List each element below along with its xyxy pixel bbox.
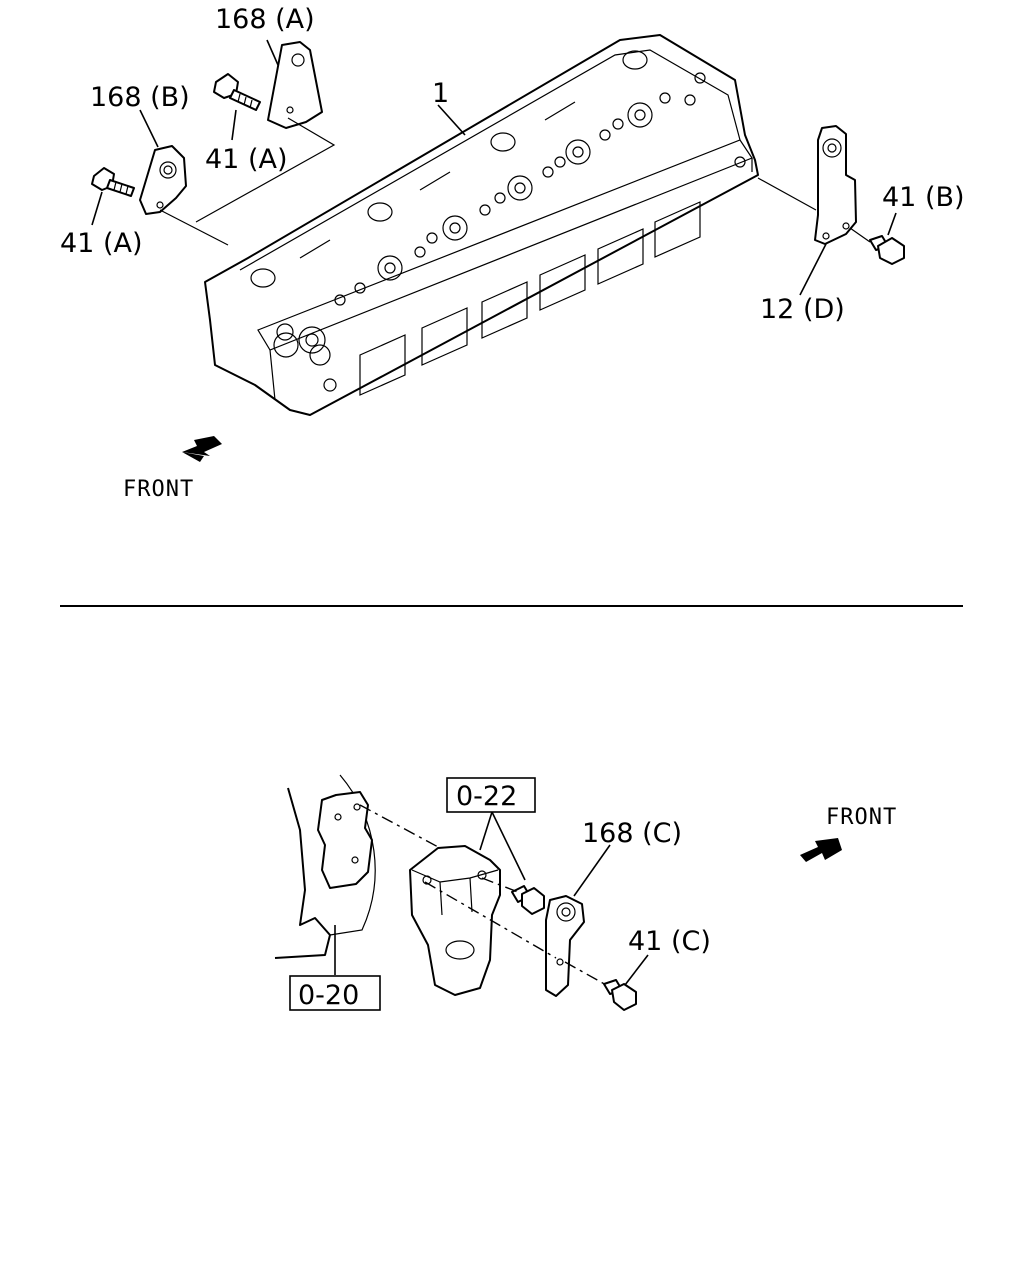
label-41a-top: 41 (A) [205, 144, 287, 175]
front-arrow-icon-bottom [800, 838, 842, 862]
bracket-168c [545, 895, 585, 997]
label-168b: 168 (B) [90, 82, 190, 113]
bracket-168a [267, 41, 323, 129]
label-168a: 168 (A) [215, 4, 315, 35]
deck-holes [276, 72, 706, 354]
bolt-41b [869, 235, 905, 265]
ref-0-20: 0-20 [298, 980, 359, 1011]
engine-block [274, 774, 376, 959]
mount-bracket [409, 845, 501, 996]
cylinder-head [204, 34, 759, 416]
leader-lines-bottom [334, 811, 649, 986]
label-41a-left: 41 (A) [60, 228, 142, 259]
ref-0-22: 0-22 [456, 781, 517, 812]
label-41c: 41 (C) [628, 926, 711, 957]
front-label-top: FRONT [123, 477, 194, 502]
bolt-41a-top [213, 73, 261, 111]
port-windows [359, 201, 701, 396]
bolt-41a-left [91, 167, 135, 197]
label-1: 1 [432, 78, 449, 109]
bolt-0-22 [511, 885, 545, 915]
bracket-12d [814, 125, 857, 245]
leader-lines-top [91, 39, 897, 296]
assembly-lines-bottom [359, 804, 609, 987]
ref-box-0-22: 0-22 [446, 777, 536, 813]
bolt-41c [603, 979, 637, 1011]
cam-journals [250, 50, 648, 288]
ref-box-0-20: 0-20 [289, 975, 381, 1011]
label-41b: 41 (B) [882, 182, 965, 213]
front-arrow-icon-top [182, 436, 222, 462]
label-12d: 12 (D) [760, 294, 845, 325]
label-168c: 168 (C) [582, 818, 682, 849]
front-label-bottom: FRONT [826, 805, 897, 830]
bracket-168b [139, 145, 187, 215]
